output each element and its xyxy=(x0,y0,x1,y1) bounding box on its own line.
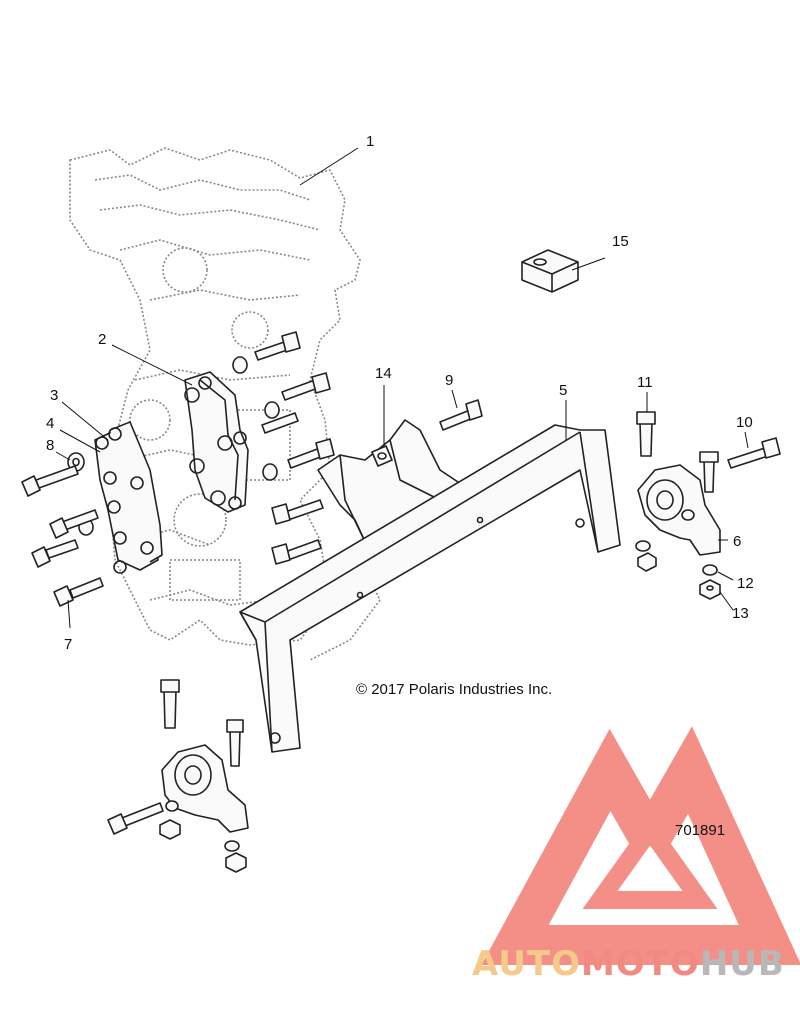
copyright-text: © 2017 Polaris Industries Inc. xyxy=(356,681,552,698)
callout-9: 9 xyxy=(445,372,453,389)
part-11-bolt xyxy=(636,411,656,457)
callout-13: 13 xyxy=(732,605,749,622)
callout-14: 14 xyxy=(375,365,392,382)
part-6-engine-mount xyxy=(637,464,721,556)
watermark-hub: HUB xyxy=(700,944,785,984)
part-9-bolt xyxy=(439,399,483,431)
callout-3: 3 xyxy=(50,387,58,404)
part-10-bolt xyxy=(699,437,781,493)
part-2-engine-bracket xyxy=(184,371,249,513)
part-15-block xyxy=(521,249,579,293)
callout-5: 5 xyxy=(559,382,567,399)
watermark-moto: MOTO xyxy=(581,944,700,984)
callout-12: 12 xyxy=(737,575,754,592)
part-5-crossmember xyxy=(239,424,621,753)
part-3-4-side-brackets xyxy=(94,421,163,574)
part-12-13-washer-nut xyxy=(635,540,721,600)
watermark-text: AUTOMOTOHUB xyxy=(472,944,785,984)
leader-lines xyxy=(55,147,749,629)
watermark-logo xyxy=(481,726,800,965)
bolts-center xyxy=(232,331,335,565)
bolts-left xyxy=(21,465,104,607)
callout-7: 7 xyxy=(64,636,72,653)
document-number: 701891 xyxy=(675,822,725,839)
callout-10: 10 xyxy=(736,414,753,431)
callout-15: 15 xyxy=(612,233,629,250)
callout-8: 8 xyxy=(46,437,54,454)
callout-4: 4 xyxy=(46,415,54,432)
callout-labels: 1 2 3 4 5 6 7 8 9 10 11 12 13 14 15 xyxy=(46,133,754,653)
callout-2: 2 xyxy=(98,331,106,348)
callout-11: 11 xyxy=(637,374,653,391)
callout-1: 1 xyxy=(366,133,374,150)
lower-mount-assembly xyxy=(107,679,249,873)
callout-6: 6 xyxy=(733,533,741,550)
watermark-auto: AUTO xyxy=(472,944,581,984)
